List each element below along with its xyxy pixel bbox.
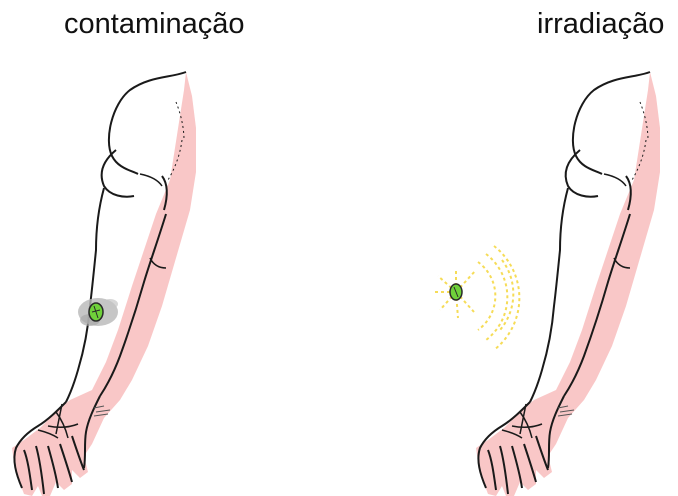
irradiation-source <box>450 284 462 300</box>
left-arm <box>12 72 196 496</box>
right-arm <box>476 72 660 496</box>
radiation-rays <box>432 246 519 350</box>
contamination-source <box>89 303 103 321</box>
